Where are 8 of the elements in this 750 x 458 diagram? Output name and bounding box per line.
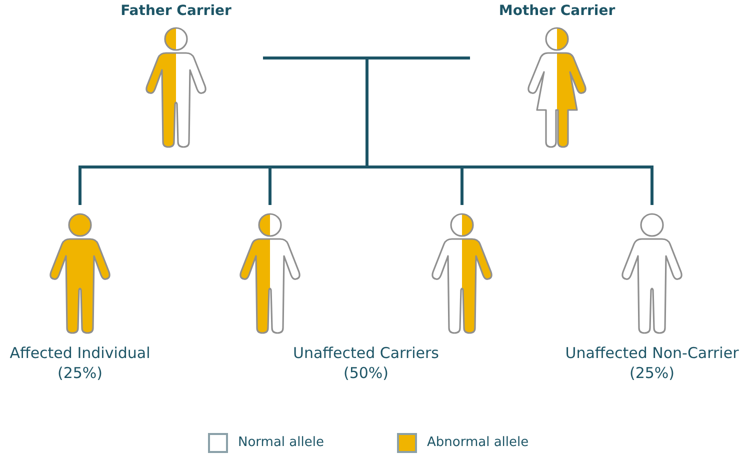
person-label: Unaffected Non-Carrier (25%) <box>564 343 740 383</box>
group-label: Unaffected Carriers (50%) <box>292 343 440 383</box>
legend-label: Abnormal allele <box>427 434 529 452</box>
person-label: Affected Individual (25%) <box>8 343 152 383</box>
person-label: Mother Carrier <box>498 2 616 20</box>
pedigree-line <box>366 56 654 205</box>
legend-label: Normal allele <box>238 434 324 452</box>
person-label: Father Carrier <box>120 2 232 20</box>
